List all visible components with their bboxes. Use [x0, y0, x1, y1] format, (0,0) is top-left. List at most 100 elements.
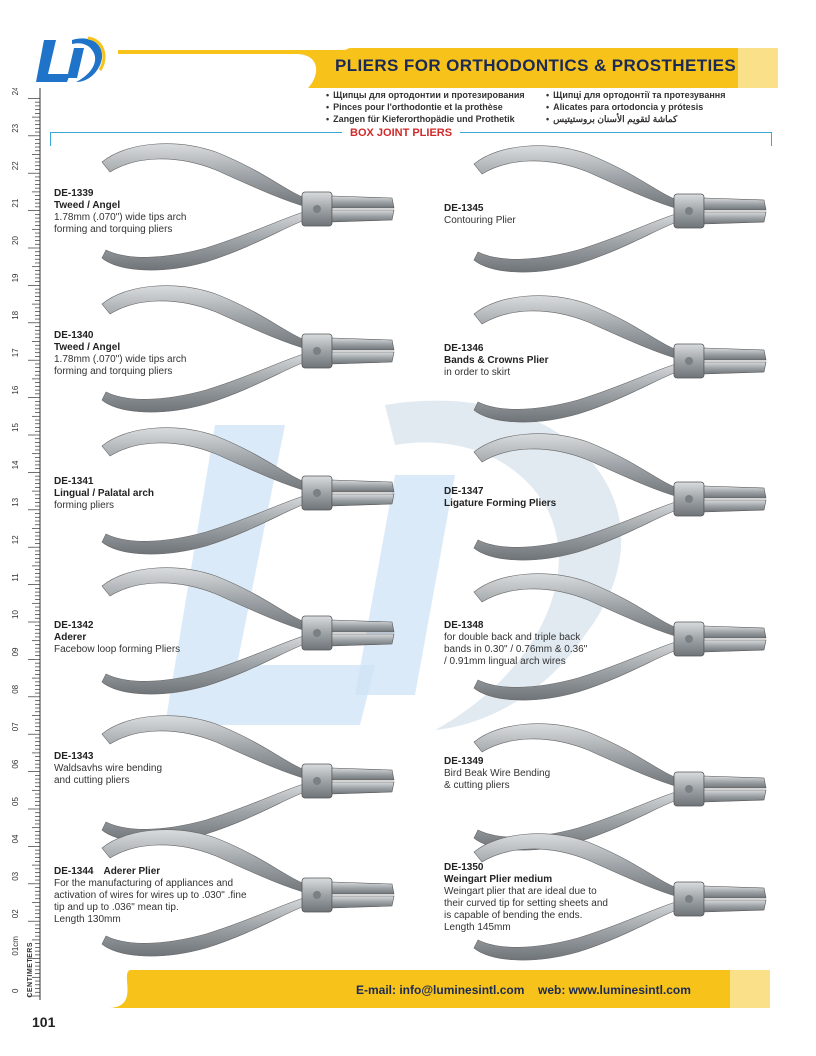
languages-left: Щипцы для ортодонтии и протезирования Pi… — [326, 89, 525, 125]
ruler-unit-label: CENTIMETERS — [27, 942, 34, 998]
product-de-1339: DE-1339 Tweed / Angel 1.78mm (.070") wid… — [54, 188, 187, 236]
product-desc: activation of wires for wires up to .030… — [54, 890, 247, 901]
product-name: Tweed / Angel — [54, 200, 121, 211]
plier-image-de-1339 — [101, 143, 395, 271]
product-code: DE-1347 — [444, 486, 484, 497]
product-desc: is capable of bending the ends. — [444, 910, 583, 921]
product-code: DE-1348 — [444, 620, 484, 631]
product-de-1348: DE-1348 for double back and triple back … — [444, 620, 587, 668]
ruler-label: 12 — [12, 535, 20, 544]
plier-image-de-1346 — [473, 295, 767, 423]
ruler-label: 23 — [12, 123, 20, 132]
product-desc: tip and up to .036" mean tip. — [54, 902, 179, 913]
ruler-label: 0 — [12, 988, 20, 993]
plier-image-de-1343 — [101, 715, 395, 843]
ruler-label: 07 — [12, 722, 20, 731]
product-desc: Bird Beak Wire Bending — [444, 768, 551, 779]
ruler-label: 18 — [12, 310, 20, 319]
product-desc: Facebow loop forming Pliers — [54, 644, 181, 655]
ruler-label: 08 — [12, 684, 20, 693]
ruler-label: 10 — [12, 610, 20, 619]
product-desc: / 0.91mm lingual arch wires — [444, 656, 566, 667]
product-name: Aderer Plier — [103, 866, 161, 877]
ruler-label: 20 — [12, 236, 20, 245]
product-code: DE-1349 — [444, 756, 484, 767]
languages-right: Щипці для ортодонтії та протезування Ali… — [546, 89, 725, 125]
product-desc: Length 130mm — [54, 914, 121, 925]
section-divider-tick — [50, 132, 51, 146]
footer-band — [110, 970, 770, 1008]
product-de-1341: DE-1341 Lingual / Palatal arch forming p… — [54, 476, 154, 512]
product-code: DE-1339 — [54, 188, 94, 199]
product-desc: Contouring Plier — [444, 215, 516, 226]
product-desc: For the manufacturing of appliances and — [54, 878, 233, 889]
product-name: Ligature Forming Pliers — [444, 498, 557, 509]
page-number: 101 — [32, 1014, 56, 1030]
section-title: BOX JOINT PLIERS — [342, 127, 461, 139]
ruler-label: 22 — [12, 161, 20, 170]
footer-email: E-mail: info@luminesintl.com — [356, 983, 525, 997]
ruler-label: 04 — [12, 834, 20, 843]
section-divider-tick — [771, 132, 772, 146]
ruler-label: 02 — [12, 909, 20, 918]
product-de-1342: DE-1342 Aderer Facebow loop forming Plie… — [54, 620, 180, 656]
product-code: DE-1340 — [54, 330, 94, 341]
product-code: DE-1341 — [54, 476, 94, 487]
ruler-label: 19 — [12, 273, 20, 282]
ruler-label: 14 — [12, 460, 20, 469]
product-desc: bands in 0.30" / 0.76mm & 0.36" — [444, 644, 588, 655]
product-desc: forming and torquing pliers — [54, 366, 173, 377]
product-de-1346: DE-1346 Bands & Crowns Plier in order to… — [444, 343, 548, 379]
product-de-1349: DE-1349 Bird Beak Wire Bending & cutting… — [444, 756, 550, 792]
plier-image-de-1340 — [101, 285, 395, 413]
li-logo-icon — [36, 36, 106, 82]
product-code: DE-1346 — [444, 343, 484, 354]
plier-image-de-1342 — [101, 567, 395, 695]
product-de-1343: DE-1343 Waldsavhs wire bending and cutti… — [54, 751, 162, 787]
page-title: PLIERS FOR ORTHODONTICS & PROSTHETIES — [335, 56, 737, 75]
plier-image-de-1345 — [473, 145, 767, 273]
ruler-label: 15 — [12, 423, 20, 432]
plier-image-de-1350 — [473, 833, 767, 961]
language-line: Zangen für Kieferorthopädie und Protheti… — [326, 113, 525, 125]
plier-image-de-1341 — [101, 427, 395, 555]
product-desc: & cutting pliers — [444, 780, 510, 791]
language-line: Щипцы для ортодонтии и протезирования — [326, 89, 525, 101]
plier-image-de-1348 — [473, 573, 767, 701]
ruler-label: 01cm — [12, 936, 20, 956]
product-de-1340: DE-1340 Tweed / Angel 1.78mm (.070") wid… — [54, 330, 187, 378]
language-line: Alicates para ortodoncia y prótesis — [546, 101, 725, 113]
product-code: DE-1343 — [54, 751, 94, 762]
product-code: DE-1344 — [54, 866, 94, 877]
language-line: Pinces pour l'orthodontie et la prothèse — [326, 101, 525, 113]
ruler-label: 09 — [12, 647, 20, 656]
product-name: Weingart Plier medium — [444, 874, 553, 885]
product-desc: in order to skirt — [444, 367, 511, 378]
ruler-label: 13 — [12, 497, 20, 506]
product-desc: Weingart plier that are ideal due to — [444, 886, 597, 897]
product-desc: for double back and triple back — [444, 632, 581, 643]
plier-image-de-1347 — [473, 433, 767, 561]
product-de-1345: DE-1345 Contouring Plier — [444, 203, 516, 227]
language-line: كماشة لتقويم الأسنان بروستيتيس — [546, 113, 725, 125]
product-de-1350: DE-1350 Weingart Plier medium Weingart p… — [444, 862, 608, 934]
product-desc: forming and torquing pliers — [54, 224, 173, 235]
product-de-1347: DE-1347 Ligature Forming Pliers — [444, 486, 556, 510]
title-band — [118, 48, 778, 88]
product-desc: their curved tip for setting sheets and — [444, 898, 608, 909]
plier-image-de-1344 — [101, 829, 395, 957]
product-name: Aderer — [54, 632, 87, 643]
ruler-label: 06 — [12, 759, 20, 768]
product-name: Lingual / Palatal arch — [54, 488, 155, 499]
product-desc: 1.78mm (.070") wide tips arch — [54, 212, 187, 223]
product-code: DE-1342 — [54, 620, 94, 631]
ruler-label: 11 — [12, 573, 20, 582]
centimeter-ruler: 001cm02030405060708091011121314151617181… — [12, 88, 41, 1000]
product-name: Bands & Crowns Plier — [444, 355, 549, 366]
product-de-1344: DE-1344 Aderer Plier For the manufacturin… — [54, 866, 247, 926]
product-code: DE-1350 — [444, 862, 484, 873]
language-line: Щипці для ортодонтії та протезування — [546, 89, 725, 101]
product-desc: and cutting pliers — [54, 775, 130, 786]
product-desc: Length 145mm — [444, 922, 511, 933]
ruler-label: 05 — [12, 797, 20, 806]
